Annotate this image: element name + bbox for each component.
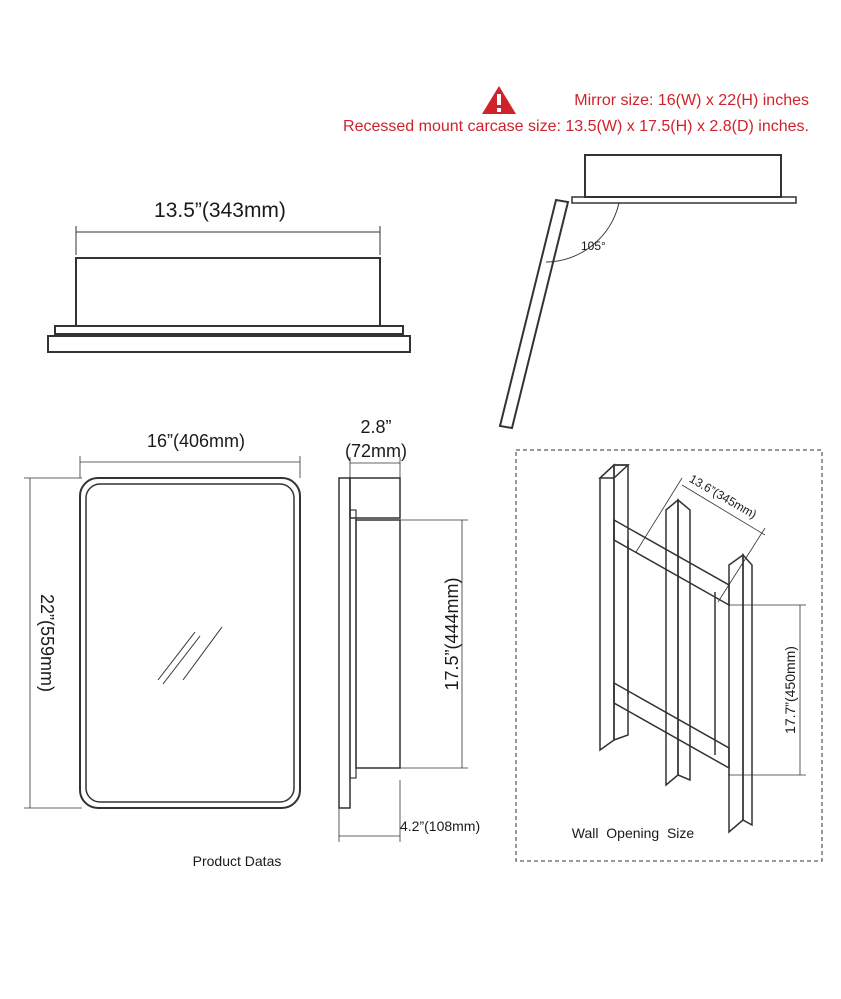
side-view xyxy=(338,457,468,842)
top-width-label: 13.5”(343mm) xyxy=(154,199,286,222)
top-view xyxy=(47,226,411,353)
open-door xyxy=(498,198,570,430)
front-height-label: 22”(559mm) xyxy=(37,594,57,692)
wall-opening-caption: Wall Opening Size xyxy=(572,825,695,841)
front-view xyxy=(24,456,301,809)
side-depth-label: 2.8” xyxy=(360,417,391,437)
total-depth-label: 4.2”(108mm) xyxy=(400,818,480,834)
front-width-label: 16”(406mm) xyxy=(147,431,245,451)
opening-width-label: 13.6”(345mm) xyxy=(687,472,759,522)
side-depth-mm-label: (72mm) xyxy=(345,441,407,461)
header-beam xyxy=(613,518,730,607)
side-frame xyxy=(349,509,357,779)
open-door-view xyxy=(498,154,797,430)
carcase-height-label: 17.5”(444mm) xyxy=(442,577,462,690)
frame-flange xyxy=(571,196,797,204)
carcase-box xyxy=(75,257,381,327)
side-mirror-panel xyxy=(338,477,351,809)
mirror-door-edge xyxy=(54,325,404,335)
opening-height-label: 17.7”(450mm) xyxy=(782,646,798,734)
wall-surface xyxy=(47,335,411,353)
warning-triangle-icon xyxy=(482,86,516,114)
sill-beam xyxy=(613,681,730,770)
carcase-top xyxy=(584,154,782,198)
angle-arc xyxy=(545,202,620,263)
mirror-inner xyxy=(85,483,295,803)
mirror-glare-icon xyxy=(157,626,223,685)
stud-left xyxy=(599,463,615,752)
open-angle-label: 105° xyxy=(581,239,606,253)
wall-opening-view xyxy=(515,449,823,862)
product-datas-caption: Product Datas xyxy=(193,853,282,869)
stud-middle xyxy=(665,498,679,787)
side-carcase xyxy=(355,519,401,769)
wall-opening-frame-box xyxy=(515,449,823,862)
mirror-outer xyxy=(79,477,301,809)
carcase-size-note: Recessed mount carcase size: 13.5(W) x 1… xyxy=(343,118,809,135)
stud-right xyxy=(728,553,744,834)
mirror-size-note: Mirror size: 16(W) x 22(H) inches xyxy=(574,92,809,109)
